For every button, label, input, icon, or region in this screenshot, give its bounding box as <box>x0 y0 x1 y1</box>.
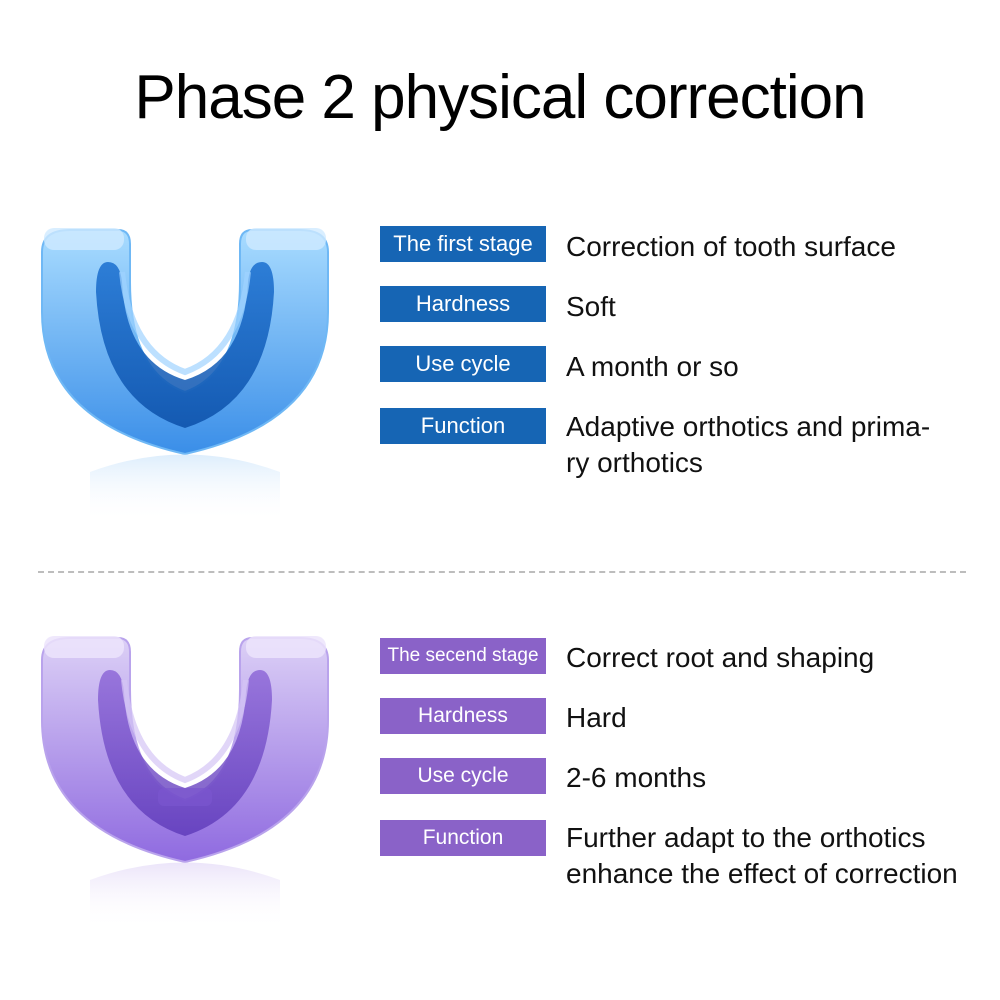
stage1-label-function: Function <box>380 408 546 444</box>
stage1-label-use-cycle: Use cycle <box>380 346 546 382</box>
section-divider <box>38 571 966 573</box>
stage2-label-function: Function <box>380 820 546 856</box>
stage2-label-use-cycle: Use cycle <box>380 758 546 794</box>
stage2-label-hardness: Hardness <box>380 698 546 734</box>
stage2-value-use-cycle: 2-6 months <box>566 762 707 793</box>
stage1-label-stage: The first stage <box>380 226 546 262</box>
stage1-label-hardness: Hardness <box>380 286 546 322</box>
page-title: Phase 2 physical correction <box>134 63 866 132</box>
stage2-value-stage: Correct root and shaping <box>566 642 875 673</box>
stage2-label-stage: The secend stage <box>380 638 546 674</box>
purple-mouthguard-icon <box>30 630 340 950</box>
stage2-value-hardness: Hard <box>566 702 627 733</box>
blue-mouthguard-icon <box>30 222 340 542</box>
stage2-value-function: Further adapt to the orthotics enhance t… <box>566 822 958 889</box>
stage1-value-use-cycle: A month or so <box>566 351 739 382</box>
stage1-value-stage: Correction of tooth surface <box>566 231 896 262</box>
stage1-value-hardness: Soft <box>566 291 616 322</box>
stage1-value-function: Adaptive orthotics and prima- ry orthoti… <box>566 411 931 478</box>
